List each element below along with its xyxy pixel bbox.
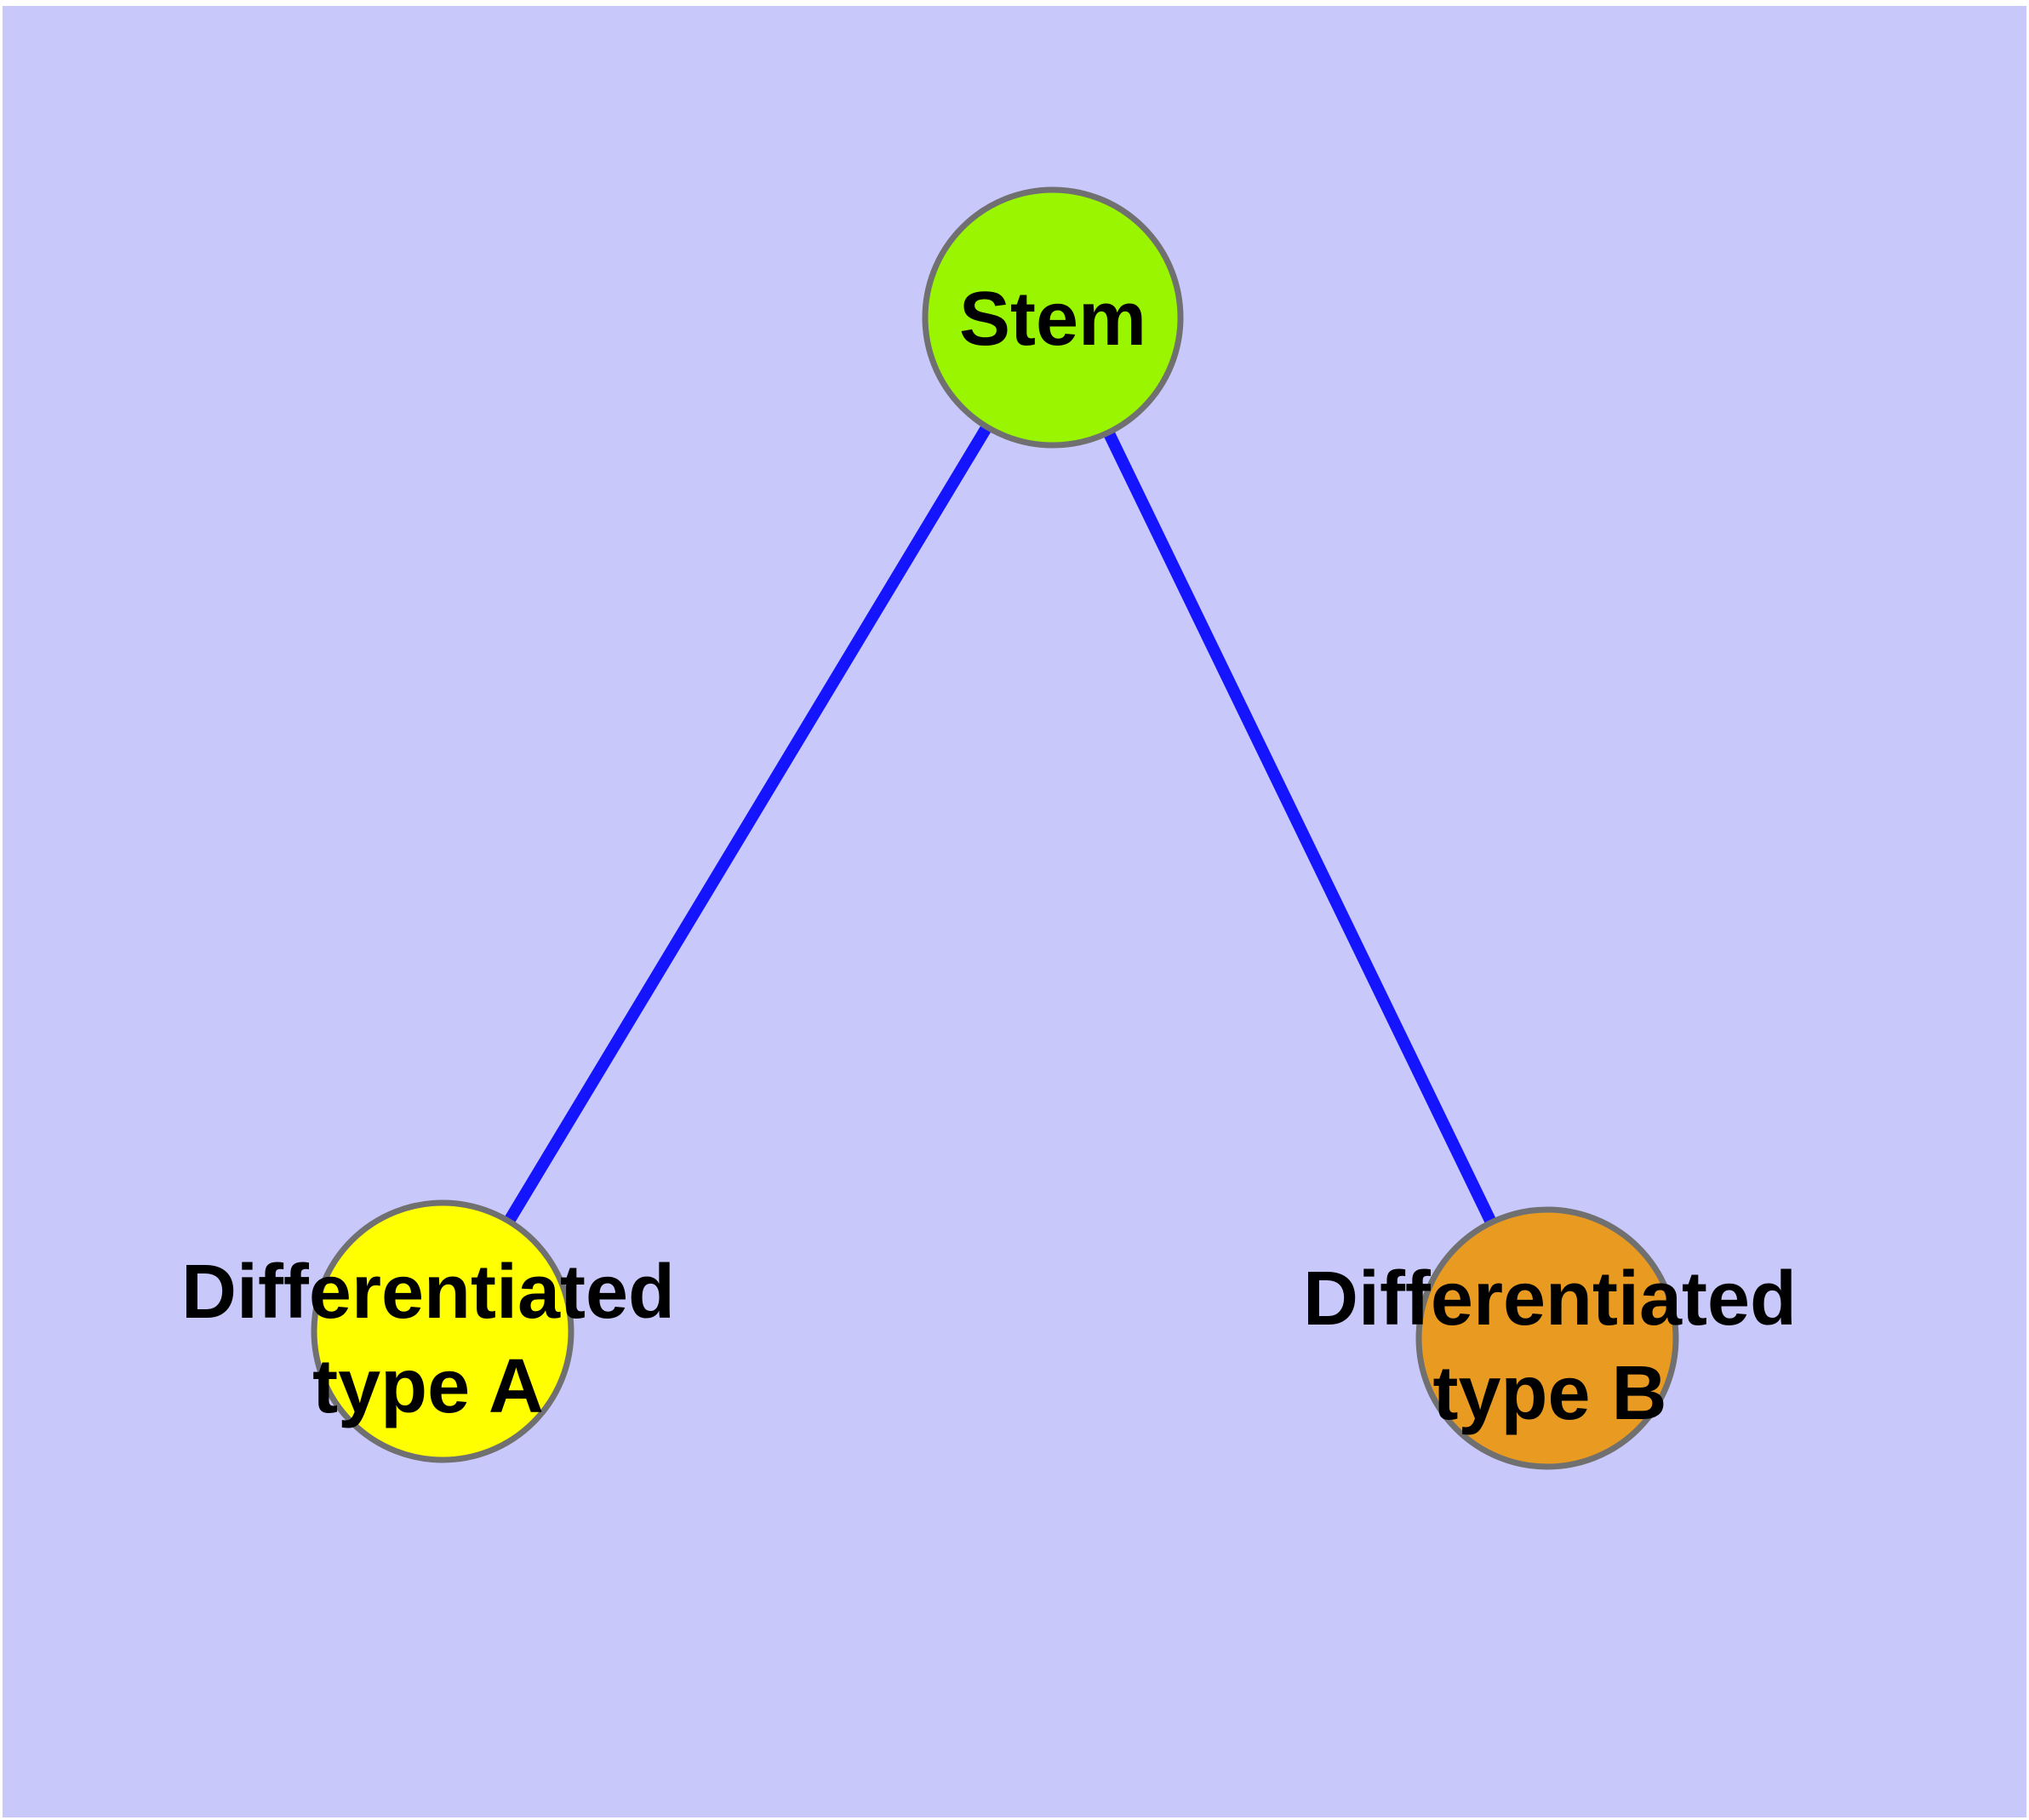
node-stem-label: Stem [959, 277, 1146, 362]
node-type-b-label-line2: type B [1432, 1351, 1666, 1436]
edge-stem-to-type-b [1047, 314, 1553, 1342]
node-type-a-label-line2: type A [312, 1344, 544, 1429]
node-stem-circle [922, 186, 1184, 449]
edge-stem-to-type-a [437, 314, 1058, 1335]
node-type-b-label-line1: Differentiated [1303, 1256, 1797, 1342]
node-type-a-label-line1: Differentiated [181, 1250, 675, 1335]
node-type-b: Differentiated type B [1303, 1206, 1797, 1470]
node-stem: Stem [922, 186, 1184, 449]
node-type-b-circle [1415, 1206, 1679, 1470]
node-type-a: Differentiated type A [181, 1199, 675, 1463]
node-type-a-circle [311, 1199, 574, 1463]
